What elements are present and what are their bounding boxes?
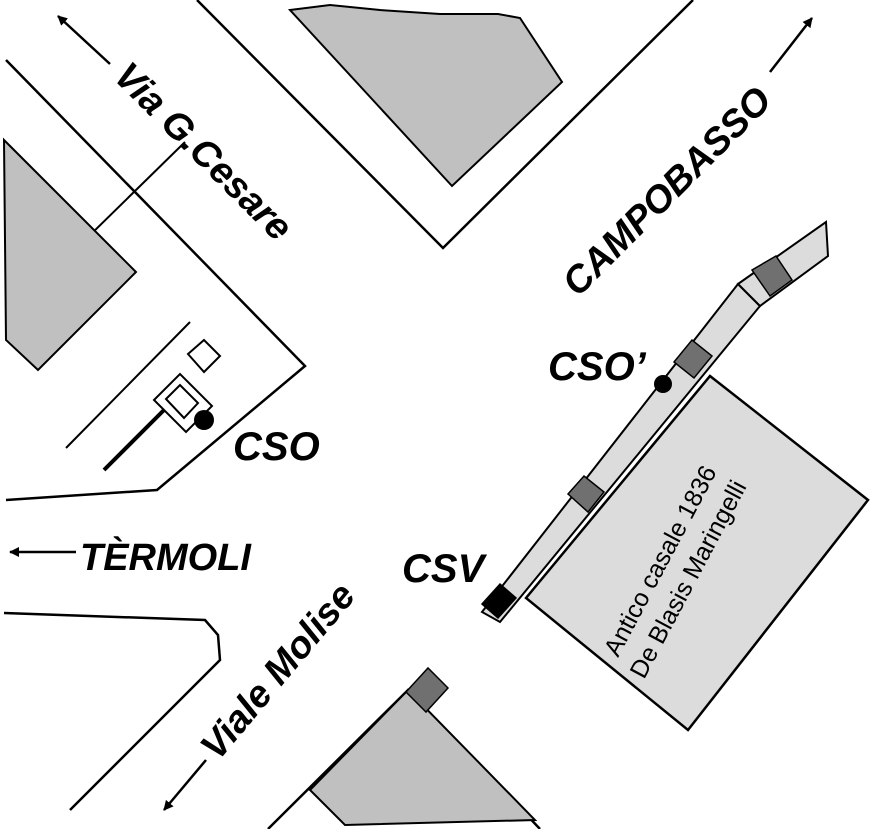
building-block-left <box>2 137 138 372</box>
station-cso-prime-dot <box>654 375 672 393</box>
road-strip-end <box>736 220 830 308</box>
label-station-csv: CSV <box>402 547 488 591</box>
road-edge-termoli-south <box>3 611 222 811</box>
marker-black-csv <box>480 582 518 620</box>
building-block-bottom <box>308 688 538 827</box>
marker-gray-strip-3 <box>566 474 606 514</box>
building-antico-casale <box>524 374 870 732</box>
label-via-cesare: Via G.Cesare <box>106 55 301 250</box>
label-campobasso: CAMPOBASSO <box>555 79 780 304</box>
label-viale-molise: Viale Molise <box>193 575 364 768</box>
label-station-cso-prime: CSO’ <box>548 345 647 389</box>
station-cso-dot <box>194 410 214 430</box>
arrow-viale-molise-icon <box>163 759 207 811</box>
arrow-via-cesare-icon <box>57 15 111 65</box>
marker-gray-bottom <box>404 666 450 714</box>
label-station-cso: CSO <box>233 425 320 469</box>
road-edge-side-street <box>65 321 191 449</box>
road-edge-top-block <box>196 0 694 250</box>
arrow-campobasso-icon <box>769 17 813 73</box>
label-termoli: TÈRMOLI <box>80 535 252 579</box>
marker-gray-strip-1 <box>750 254 794 298</box>
road-edge-via-cesare-outer <box>5 59 307 502</box>
building-block-top <box>287 3 564 188</box>
marker-gray-strip-2 <box>672 338 714 380</box>
